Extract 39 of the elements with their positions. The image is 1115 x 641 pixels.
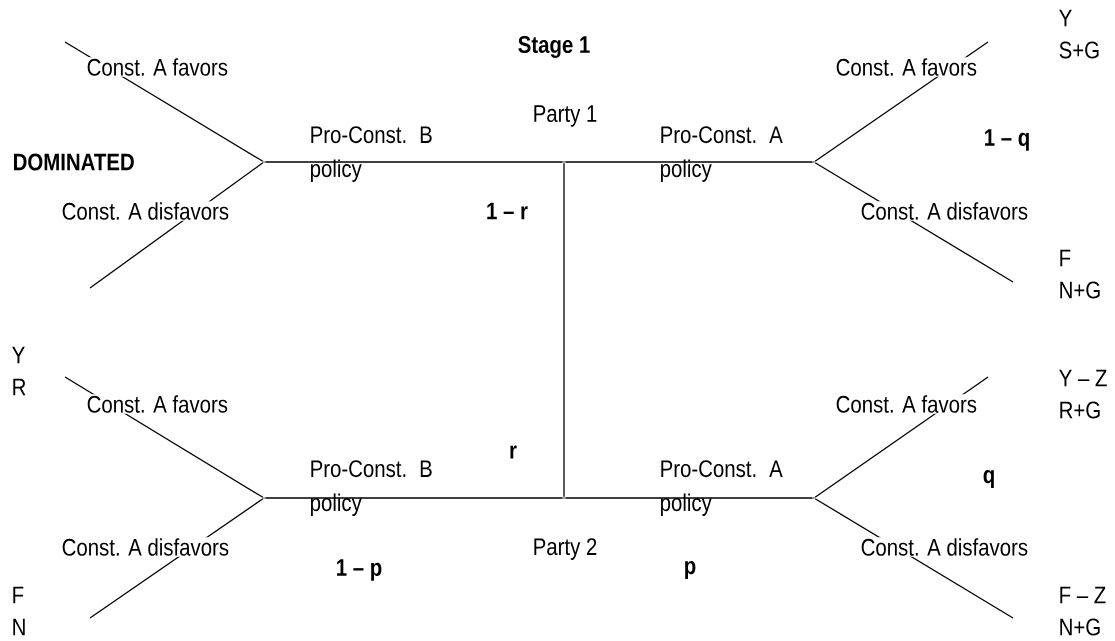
probability: q [983,470,994,488]
branch-line [564,161,814,163]
probability: 1 – p [337,559,382,581]
title: Stage 1 [518,36,590,58]
edge-label: Pro-Const. A policy [661,460,783,516]
edge-label: Const. A favors [834,57,978,77]
note: DOMINATED [14,153,134,171]
payoff: F – Z [1060,586,1106,604]
branch-line [264,161,564,163]
payoff: Y [1059,9,1072,27]
payoff: F [13,586,24,604]
edge-label: Pro-Const. B policy [311,460,432,516]
probability: r [510,445,517,459]
edge-label: Pro-Const. A policy [661,126,783,182]
edge-label: Const. A disfavors [859,537,1030,557]
payoff: N+G [1060,618,1100,636]
payoff: R+G [1060,401,1100,419]
probability: p [685,561,696,579]
payoff: N [13,618,25,636]
probability: 1 – q [985,129,1029,151]
edge-label: Const. A disfavors [859,201,1030,221]
edge-label: Const. A favors [85,394,229,414]
payoff: Y – Z [1059,369,1107,387]
payoff: Y [12,346,25,364]
payoff: N+G [1060,281,1100,299]
edge-label: Const. A disfavors [60,201,231,221]
probability: 1 – r [487,202,528,220]
branch-line [564,497,814,499]
edge-label: Const. A disfavors [60,537,231,557]
player-label: Party 1 [534,105,597,127]
edge-label: Const. A favors [834,394,978,414]
player-label: Party 2 [534,538,597,560]
payoff: S+G [1059,41,1099,59]
payoff: F [1060,249,1071,267]
edge-label: Const. A favors [85,57,229,77]
edge-label: Pro-Const. B policy [311,126,432,182]
branch-line [264,497,564,499]
payoff: R [13,378,26,396]
branch-line [563,162,565,498]
